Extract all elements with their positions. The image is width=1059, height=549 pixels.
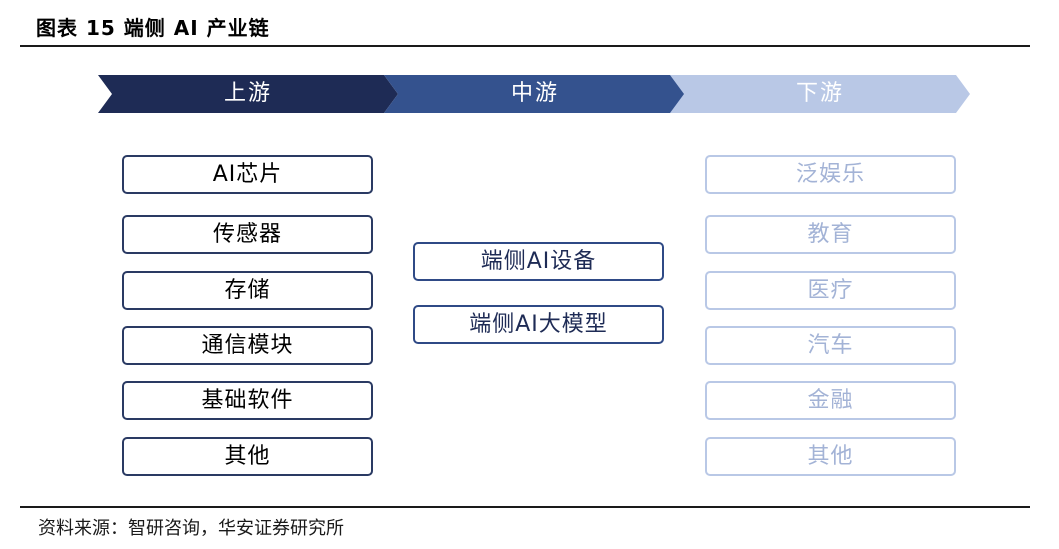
upstream-item: 存储 (122, 271, 373, 310)
stage-arrow-downstream: 下游 (670, 75, 970, 113)
midstream-item: 端侧AI大模型 (413, 305, 664, 344)
downstream-item: 医疗 (705, 271, 956, 310)
source-note: 资料来源：智研咨询，华安证券研究所 (38, 518, 344, 539)
top-divider (20, 45, 1030, 47)
stage-label-downstream: 下游 (795, 81, 844, 106)
stage-arrow-upstream: 上游 (98, 75, 398, 113)
stage-arrow-midstream: 中游 (384, 75, 686, 113)
upstream-item: 传感器 (122, 215, 373, 254)
downstream-item: 泛娱乐 (705, 155, 956, 194)
upstream-item: 通信模块 (122, 326, 373, 365)
upstream-item: AI芯片 (122, 155, 373, 194)
chevron-arrow-shape (670, 75, 970, 113)
upstream-item: 基础软件 (122, 381, 373, 420)
figure-title: 图表 15 端侧 AI 产业链 (36, 16, 270, 40)
chevron-arrow-shape (98, 75, 398, 113)
downstream-item: 教育 (705, 215, 956, 254)
chevron-arrow-shape (384, 75, 686, 113)
upstream-item: 其他 (122, 437, 373, 476)
bottom-divider (20, 506, 1030, 508)
stage-label-midstream: 中游 (510, 81, 559, 106)
stage-label-upstream: 上游 (223, 81, 272, 106)
midstream-item: 端侧AI设备 (413, 242, 664, 281)
downstream-item: 其他 (705, 437, 956, 476)
downstream-item: 金融 (705, 381, 956, 420)
downstream-item: 汽车 (705, 326, 956, 365)
